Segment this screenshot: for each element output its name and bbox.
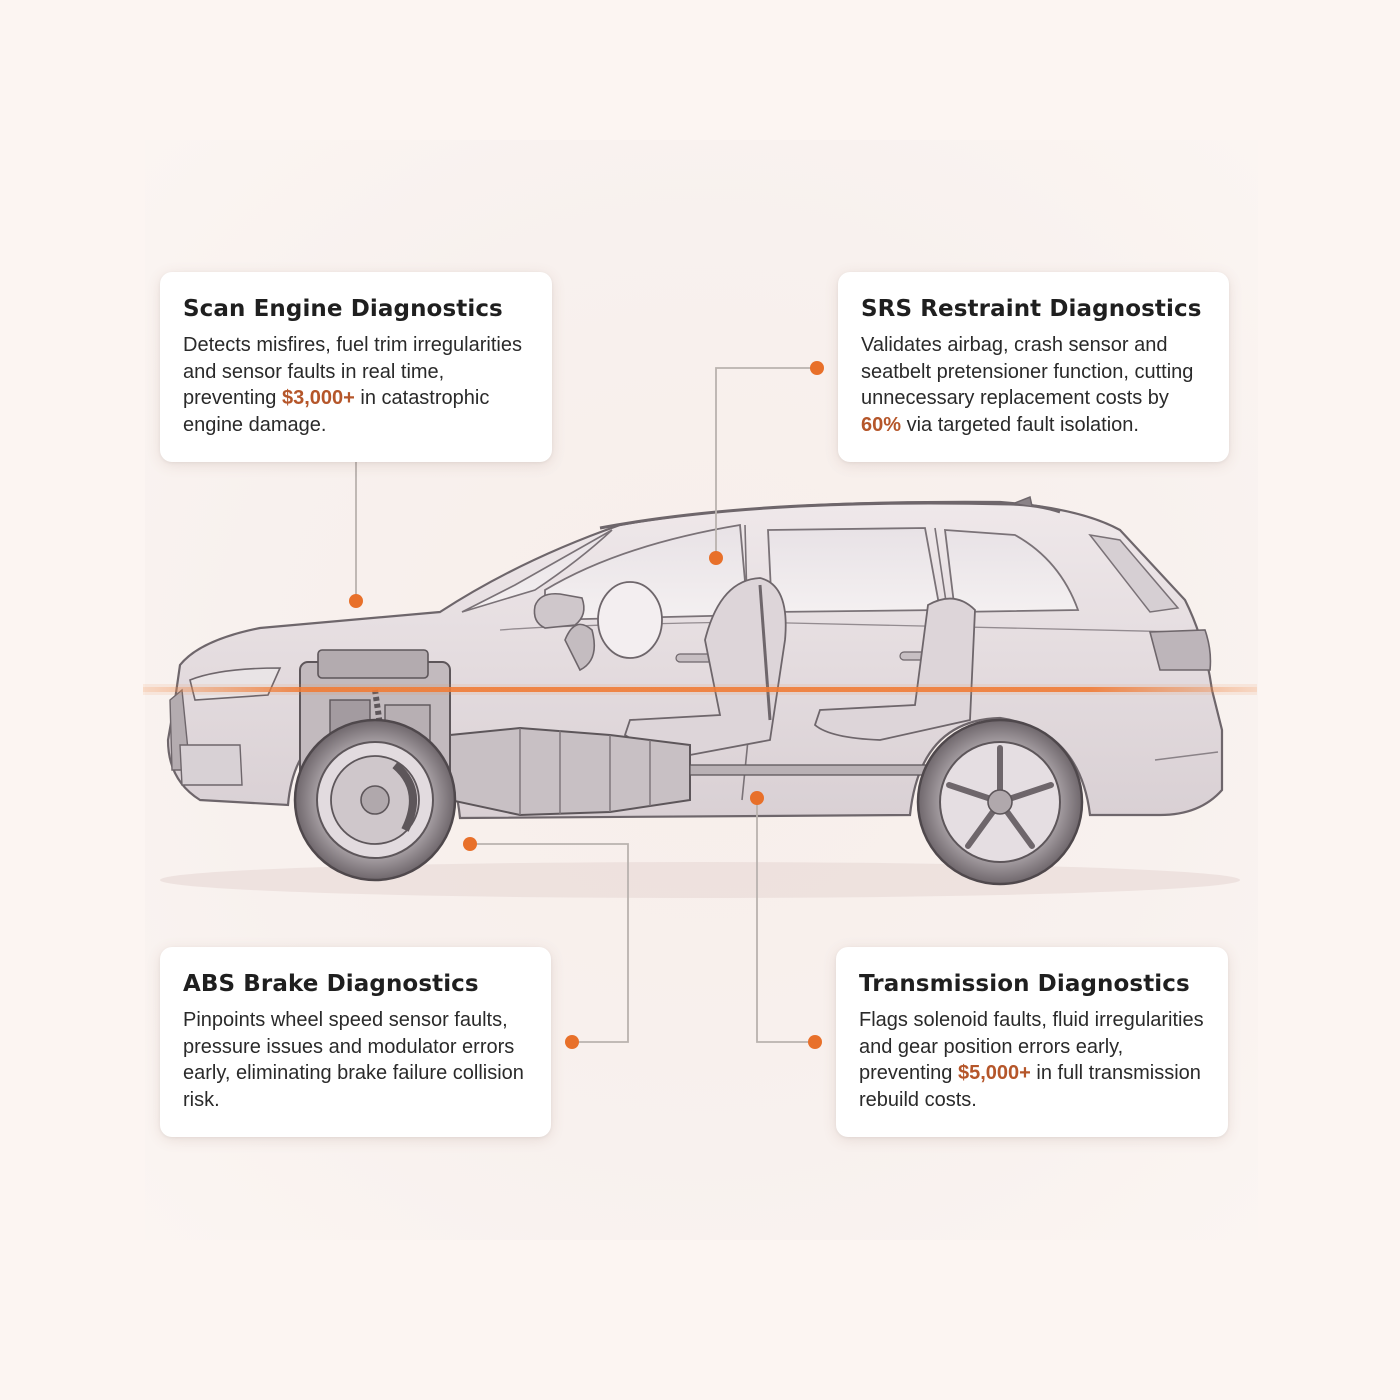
steering-wheel [564, 623, 596, 672]
srs-savings-highlight: 60% [861, 413, 902, 436]
abs-callout-dot-car [463, 837, 477, 851]
front-window [544, 523, 749, 621]
engine-card-text: Detects misfires, fuel trim irregulariti… [183, 334, 522, 436]
srs-diagnostics-card: SRS Restraint Diagnostics Validates airb… [838, 272, 1229, 462]
srs-card-text: Validates airbag, crash sensor and seatb… [861, 334, 1194, 436]
engine-card-title: Scan Engine Diagnostics [183, 296, 503, 322]
abs-diagnostics-card: ABS Brake Diagnostics Pinpoints wheel sp… [160, 947, 551, 1137]
ground-shadow [160, 862, 1240, 898]
engine-callout-dot [349, 594, 363, 608]
scan-beam [143, 687, 1257, 692]
transmission-card-title: Transmission Diagnostics [859, 971, 1190, 997]
transmission-diagnostics-card: Transmission Diagnostics Flags solenoid … [836, 947, 1228, 1137]
transmission-callout-dot-card [808, 1035, 822, 1049]
connector-lines [355, 367, 817, 1043]
tailgate-glass [1088, 533, 1180, 613]
deployed-airbag [597, 581, 663, 659]
engine-savings-highlight: $3,000+ [281, 387, 355, 409]
taillight [1148, 629, 1212, 671]
door-handle-front [675, 653, 713, 663]
rear-seat [813, 597, 976, 741]
side-mirror [533, 592, 585, 629]
engine-diagnostics-card: Scan Engine Diagnostics Detects misfires… [160, 272, 552, 462]
abs-card-text: Pinpoints wheel speed sensor faults, pre… [183, 1009, 524, 1111]
windshield [461, 529, 613, 613]
transmission-callout-dot-car [750, 791, 764, 805]
rear-window [767, 527, 942, 613]
srs-callout-dot-car [709, 551, 723, 565]
quarter-window [943, 529, 1080, 613]
rear-wheel [916, 718, 1084, 886]
front-wheel [293, 718, 457, 882]
srs-card-title: SRS Restraint Diagnostics [861, 296, 1202, 322]
transmission-savings-highlight: $5,000+ [957, 1062, 1031, 1084]
roof-rail [599, 501, 1061, 530]
fog-light [179, 744, 243, 786]
srs-callout-dot-card [810, 361, 824, 375]
abs-card-title: ABS Brake Diagnostics [183, 971, 479, 997]
abs-callout-dot-card [565, 1035, 579, 1049]
transmission-card-text: Flags solenoid faults, fluid irregularit… [859, 1009, 1204, 1111]
